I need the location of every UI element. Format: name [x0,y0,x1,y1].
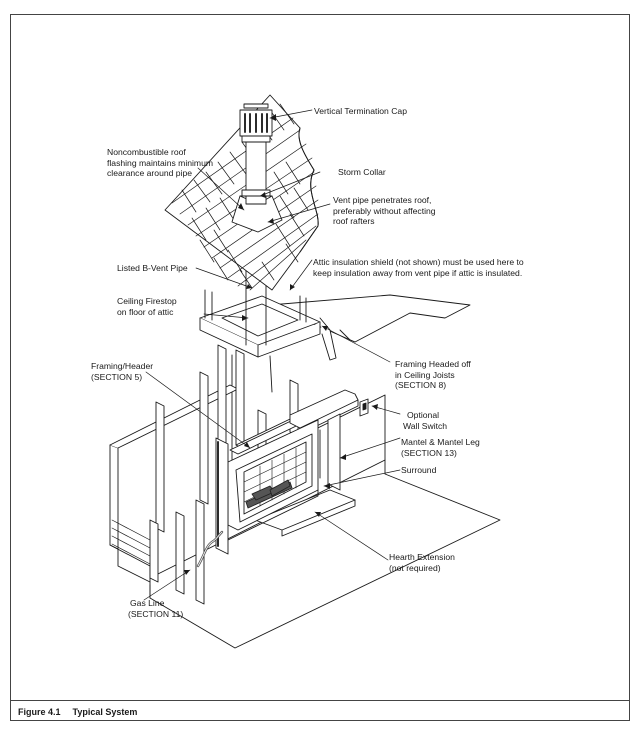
label-gas-line: Gas Line (SECTION 11) [128,598,184,619]
label-termination-cap: Vertical Termination Cap [314,106,407,116]
fireplace-unit [215,419,319,555]
label-firestop: Ceiling Firestop on floor of attic [117,296,177,317]
leader-arrows [184,114,378,575]
mantel-leg [327,413,341,491]
figure-caption: Figure 4.1 Typical System [18,707,137,717]
left-wall-framing [109,344,245,605]
label-attic-shield: Attic insulation shield (not shown) must… [313,257,524,278]
label-roof-flashing: Noncombustible roof flashing maintains m… [107,147,214,178]
leader-lines [143,109,401,601]
label-vent-pipe-roof: Vent pipe penetrates roof, preferably wi… [333,195,436,226]
label-b-vent: Listed B-Vent Pipe [117,263,188,273]
logs [245,479,293,509]
label-hearth: Hearth Extension (not required) [389,552,455,573]
vertical-termination-cap [239,103,273,143]
label-storm-collar: Storm Collar [338,167,386,177]
label-framing-header: Framing/Header (SECTION 5) [91,361,154,382]
ceiling-firestop [199,289,321,358]
label-mantel: Mantel & Mantel Leg (SECTION 13) [401,437,480,458]
roof-flashing [231,195,283,233]
figure-frame [10,14,630,721]
label-framing-joists: Framing Headed off in Ceiling Joists (SE… [395,359,471,390]
wall-switch-icon [359,398,369,417]
label-wall-switch: Optional Wall Switch [403,410,448,431]
label-surround: Surround [401,465,437,475]
lower-left-siding [111,519,151,565]
caption-divider [11,700,629,701]
figure-title: Typical System [72,707,138,717]
figure-number: Figure 4.1 [18,707,61,717]
vent-pipe-above-roof [241,139,271,205]
